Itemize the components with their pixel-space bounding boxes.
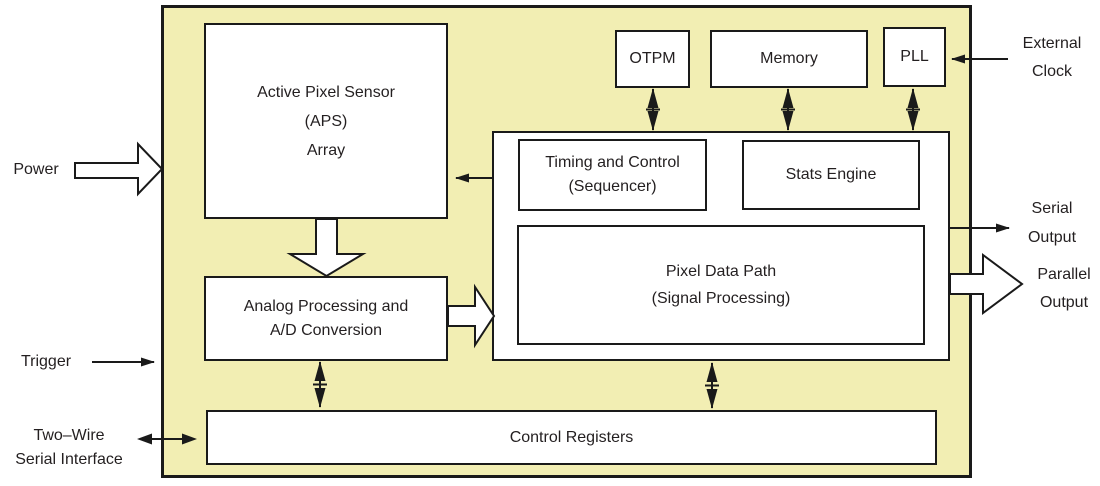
pll-block: PLL bbox=[883, 27, 946, 87]
control-registers-label: Control Registers bbox=[509, 428, 634, 446]
analog-to-pixel-data-path-arrow bbox=[447, 283, 496, 349]
otpm-block: OTPM bbox=[615, 30, 690, 88]
aps-array-block: Active Pixel Sensor (APS) Array bbox=[204, 23, 448, 219]
power-arrow bbox=[74, 141, 164, 197]
two-wire-arrow bbox=[137, 433, 197, 445]
control-registers-block: Control Registers bbox=[206, 410, 937, 465]
power-label: Power bbox=[13, 161, 59, 178]
analog-adc-block: Analog Processing and A/D Conversion bbox=[204, 276, 448, 361]
timing-control-block: Timing and Control (Sequencer) bbox=[518, 139, 707, 211]
pll-bus-arrow bbox=[906, 88, 920, 131]
analog-registers-arrow bbox=[313, 361, 327, 408]
pixel-data-path-block: Pixel Data Path (Signal Processing) bbox=[517, 225, 925, 345]
serial-output-label: Serial Output bbox=[1027, 200, 1077, 246]
two-wire-serial-interface-label: Two–Wire Serial Interface bbox=[15, 427, 123, 468]
aps-array-label-line3: Array bbox=[306, 141, 346, 159]
memory-label: Memory bbox=[760, 50, 818, 67]
pixel-data-path-label-line1: Pixel Data Path bbox=[665, 263, 777, 280]
aps-to-analog-arrow bbox=[286, 218, 367, 278]
analog-adc-label-line1: Analog Processing and bbox=[243, 297, 409, 315]
pll-label: PLL bbox=[900, 48, 929, 65]
aps-array-label-line1: Active Pixel Sensor bbox=[257, 83, 395, 101]
otpm-bus-arrow bbox=[646, 88, 660, 131]
otpm-label: OTPM bbox=[629, 50, 676, 67]
pixel-data-path-label-line2: (Signal Processing) bbox=[651, 290, 791, 307]
core-registers-arrow bbox=[705, 362, 719, 409]
aps-array-label-line2: (APS) bbox=[304, 112, 348, 130]
parallel-output-arrow bbox=[949, 253, 1024, 315]
external-clock-label: External Clock bbox=[1022, 35, 1082, 80]
memory-bus-arrow bbox=[781, 88, 795, 131]
trigger-label: Trigger bbox=[20, 353, 72, 370]
timing-control-label-line2: (Sequencer) bbox=[568, 178, 657, 195]
stats-engine-block: Stats Engine bbox=[742, 140, 920, 210]
timing-control-label-line1: Timing and Control bbox=[545, 154, 680, 171]
analog-adc-label-line2: A/D Conversion bbox=[269, 321, 383, 339]
memory-block: Memory bbox=[710, 30, 868, 88]
stats-engine-label: Stats Engine bbox=[785, 166, 877, 183]
parallel-output-label: Parallel Output bbox=[1037, 266, 1091, 311]
